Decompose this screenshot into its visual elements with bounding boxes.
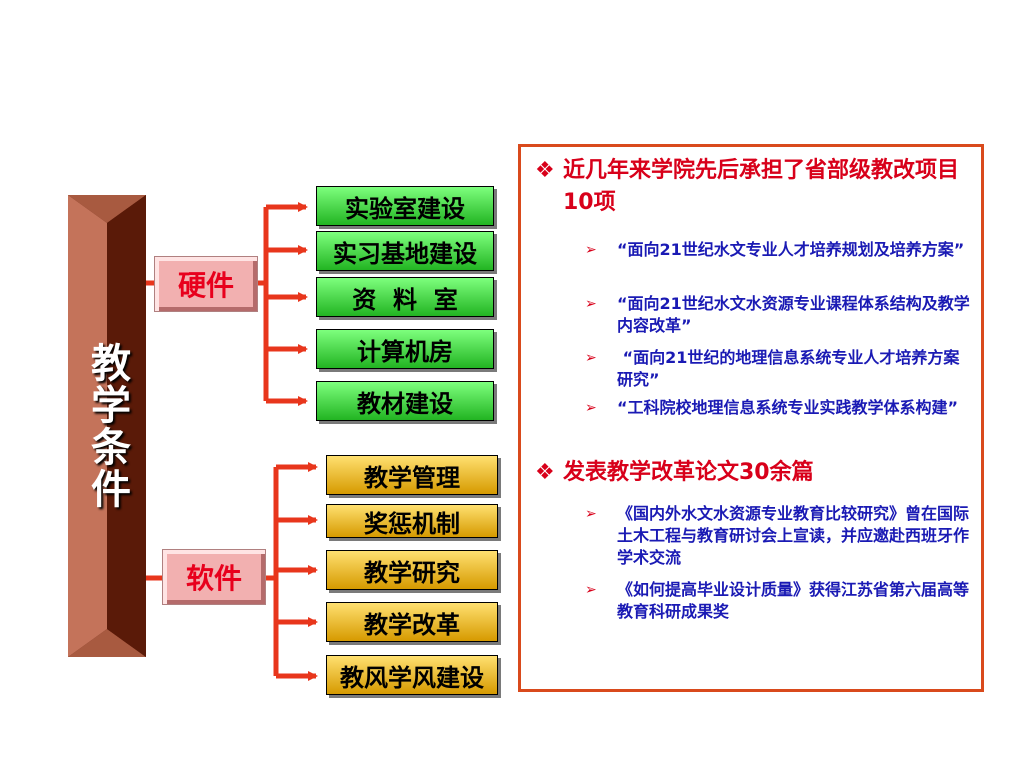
main-title: 教学条件 xyxy=(84,342,130,510)
section2-subitem: ➢《国内外水文水资源专业教育比较研究》曾在国际土木工程与教育研讨会上宣读，并应邀… xyxy=(585,504,970,567)
software-item-reward-mechanism: 奖惩机制 xyxy=(326,504,498,538)
hardware-item-textbook: 教材建设 xyxy=(316,381,494,421)
arrow-bullet-icon: ➢ xyxy=(585,350,597,366)
arrow-bullet-icon: ➢ xyxy=(585,242,597,258)
pillar-shape xyxy=(68,195,146,657)
section2-bullet: ❖发表教学改革论文30余篇 xyxy=(535,457,963,489)
section1-subitem: ➢“面向21世纪水文水资源专业课程体系结构及教学内容改革” xyxy=(585,294,970,335)
software-item-teaching-management: 教学管理 xyxy=(326,455,498,495)
software-item-teaching-research: 教学研究 xyxy=(326,550,498,590)
hardware-item-practice-base: 实习基地建设 xyxy=(316,231,494,271)
hardware-item-reference-room: 资 料 室 xyxy=(316,277,494,317)
section1-subitem: ➢“工科院校地理信息系统专业实践教学体系构建” xyxy=(585,398,959,417)
software-item-teaching-reform: 教学改革 xyxy=(326,602,498,642)
section1-subitem: ➢ “面向21世纪的地理信息系统专业人才培养方案研究” xyxy=(585,348,960,389)
arrow-bullet-icon: ➢ xyxy=(585,296,597,312)
diamond-bullet-icon: ❖ xyxy=(535,158,555,183)
hardware-item-lab: 实验室建设 xyxy=(316,186,494,226)
software-category: 软件 xyxy=(162,549,266,605)
arrow-bullet-icon: ➢ xyxy=(585,506,597,522)
section1-bullet: ❖近几年来学院先后承担了省部级教改项目10项 xyxy=(535,155,963,219)
hardware-category: 硬件 xyxy=(154,256,258,312)
software-item-style-building: 教风学风建设 xyxy=(326,655,498,695)
section2-subitem: ➢《如何提高毕业设计质量》获得江苏省第六届高等教育科研成果奖 xyxy=(585,580,970,621)
main-pillar: 教学条件 xyxy=(68,195,146,657)
diamond-bullet-icon: ❖ xyxy=(535,460,555,485)
arrow-bullet-icon: ➢ xyxy=(585,582,597,598)
section1-subitem: ➢“面向21世纪水文专业人才培养规划及培养方案” xyxy=(585,240,965,259)
info-panel: ❖近几年来学院先后承担了省部级教改项目10项 ➢“面向21世纪水文专业人才培养规… xyxy=(518,144,984,692)
hardware-item-computer-room: 计算机房 xyxy=(316,329,494,369)
arrow-bullet-icon: ➢ xyxy=(585,400,597,416)
